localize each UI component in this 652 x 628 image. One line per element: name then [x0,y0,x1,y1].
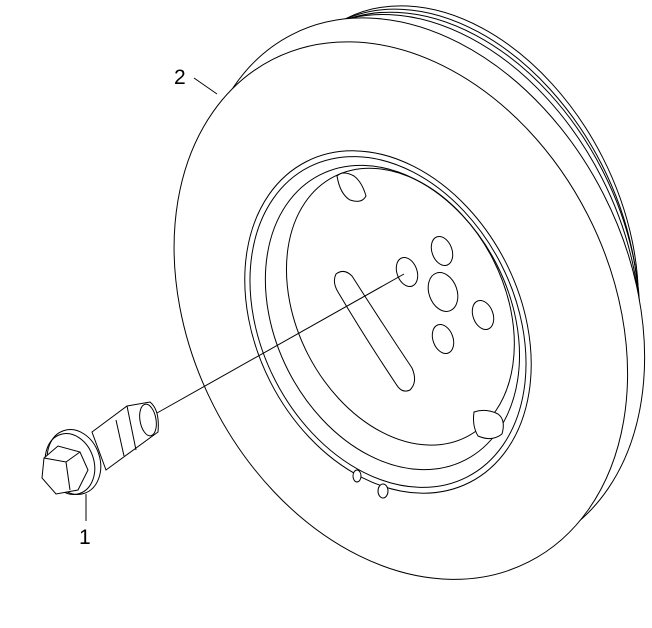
callout-number-pulley: 2 [174,66,186,89]
pulley-recess [244,150,532,494]
hub-hole [430,235,454,267]
pulley-bolt [41,401,159,495]
hub-center-bore [427,272,459,312]
bolt-hex-head [41,445,89,495]
hub-slot-bottom [473,409,504,440]
pulley-rim-front [173,41,629,580]
hub-hole [471,299,495,331]
callout-leader-pulley [193,77,218,95]
crankshaft-pulley [173,5,646,580]
timing-marks [352,469,389,499]
hub-holes [395,235,495,355]
hub-hole-center [395,256,419,288]
hub-hole [431,323,455,355]
hub-slot-top [336,172,367,202]
callout-number-bolt: 1 [79,526,91,549]
assembly-leader-line [156,273,405,414]
